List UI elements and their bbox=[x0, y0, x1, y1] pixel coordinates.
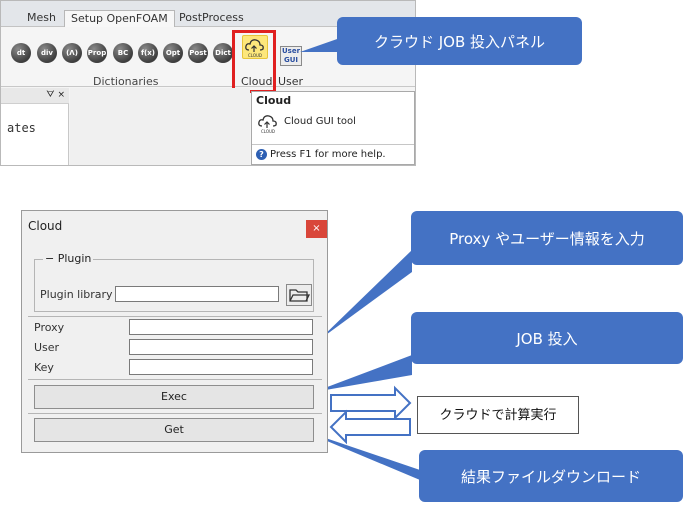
lapl-icon[interactable]: (Λ) bbox=[62, 43, 82, 63]
panel-pin-close[interactable]: ᗊ × bbox=[1, 88, 69, 104]
tooltip-description: Cloud GUI tool bbox=[284, 116, 356, 127]
browse-folder-button[interactable] bbox=[286, 284, 312, 306]
callout-download: 結果ファイルダウンロード bbox=[419, 450, 683, 502]
user-gui-icon[interactable]: User GUI bbox=[280, 46, 302, 66]
svg-text:CLOUD: CLOUD bbox=[261, 129, 275, 134]
plugin-group: − Plugin bbox=[34, 252, 314, 312]
ribbon-tabbar: Mesh Setup OpenFOAM PostProcess bbox=[1, 1, 415, 27]
callout-proxy-user: Proxy やユーザー情報を入力 bbox=[411, 211, 683, 265]
connector-job-submit bbox=[314, 355, 412, 392]
key-label: Key bbox=[34, 361, 54, 374]
cloud-tooltip: Cloud CLOUD Cloud GUI tool ? Press F1 fo… bbox=[251, 91, 415, 165]
cloud-icon: CLOUD bbox=[245, 39, 264, 58]
opt-icon[interactable]: Opt bbox=[163, 43, 183, 63]
proxy-label: Proxy bbox=[34, 321, 65, 334]
dict-icon[interactable]: Dict bbox=[213, 43, 233, 63]
plugin-legend[interactable]: − Plugin bbox=[43, 252, 94, 265]
tooltip-separator bbox=[252, 144, 414, 145]
divider-2 bbox=[28, 379, 322, 380]
tab-postprocess[interactable]: PostProcess bbox=[179, 11, 244, 24]
dt-icon[interactable]: dt bbox=[11, 43, 31, 63]
prop-icon[interactable]: Prop bbox=[87, 43, 107, 63]
callout-job-submit: JOB 投入 bbox=[411, 312, 683, 364]
post-icon[interactable]: Post bbox=[188, 43, 208, 63]
left-panel-text: ates bbox=[7, 121, 36, 135]
plugin-library-input[interactable] bbox=[115, 286, 279, 302]
divider-3 bbox=[28, 413, 322, 414]
divider-1 bbox=[28, 316, 322, 317]
cloud-dialog: Cloud × − Plugin Plugin library Proxy Us… bbox=[21, 210, 328, 453]
bc-icon[interactable]: BC bbox=[113, 43, 133, 63]
div-icon[interactable]: div bbox=[37, 43, 57, 63]
key-input[interactable] bbox=[129, 359, 313, 375]
cloud-button[interactable]: CLOUD bbox=[242, 35, 268, 59]
mid-panel bbox=[70, 88, 250, 165]
folder-open-icon bbox=[289, 289, 311, 302]
connector-proxy-user bbox=[319, 250, 412, 340]
cloud-compute-label: クラウドで計算実行 bbox=[417, 396, 579, 434]
help-icon: ? bbox=[256, 149, 267, 160]
connector-cloud-panel bbox=[300, 38, 340, 52]
proxy-input[interactable] bbox=[129, 319, 313, 335]
fx-icon[interactable]: f(x) bbox=[138, 43, 158, 63]
tooltip-cloud-icon: CLOUD bbox=[258, 115, 277, 134]
left-panel: ᗊ × ates bbox=[1, 88, 69, 165]
dialog-title: Cloud bbox=[28, 219, 63, 233]
dictionaries-group-label: Dictionaries bbox=[93, 75, 159, 88]
user-button-label: User bbox=[278, 75, 304, 88]
arrow-left-get bbox=[329, 409, 411, 445]
cloud-button-label: Cloud bbox=[241, 75, 273, 88]
close-button[interactable]: × bbox=[306, 220, 327, 238]
get-button[interactable]: Get bbox=[34, 418, 314, 442]
user-input[interactable] bbox=[129, 339, 313, 355]
arrow-right-exec bbox=[330, 385, 412, 421]
callout-cloud-panel: クラウド JOB 投入パネル bbox=[337, 17, 582, 65]
tab-setup-openfoam[interactable]: Setup OpenFOAM bbox=[64, 10, 175, 27]
plugin-library-label: Plugin library bbox=[40, 288, 113, 301]
tooltip-title: Cloud bbox=[256, 94, 292, 107]
tab-mesh[interactable]: Mesh bbox=[27, 11, 56, 24]
tooltip-help: Press F1 for more help. bbox=[270, 149, 386, 160]
user-label: User bbox=[34, 341, 60, 354]
exec-button[interactable]: Exec bbox=[34, 385, 314, 409]
svg-text:CLOUD: CLOUD bbox=[248, 53, 262, 58]
